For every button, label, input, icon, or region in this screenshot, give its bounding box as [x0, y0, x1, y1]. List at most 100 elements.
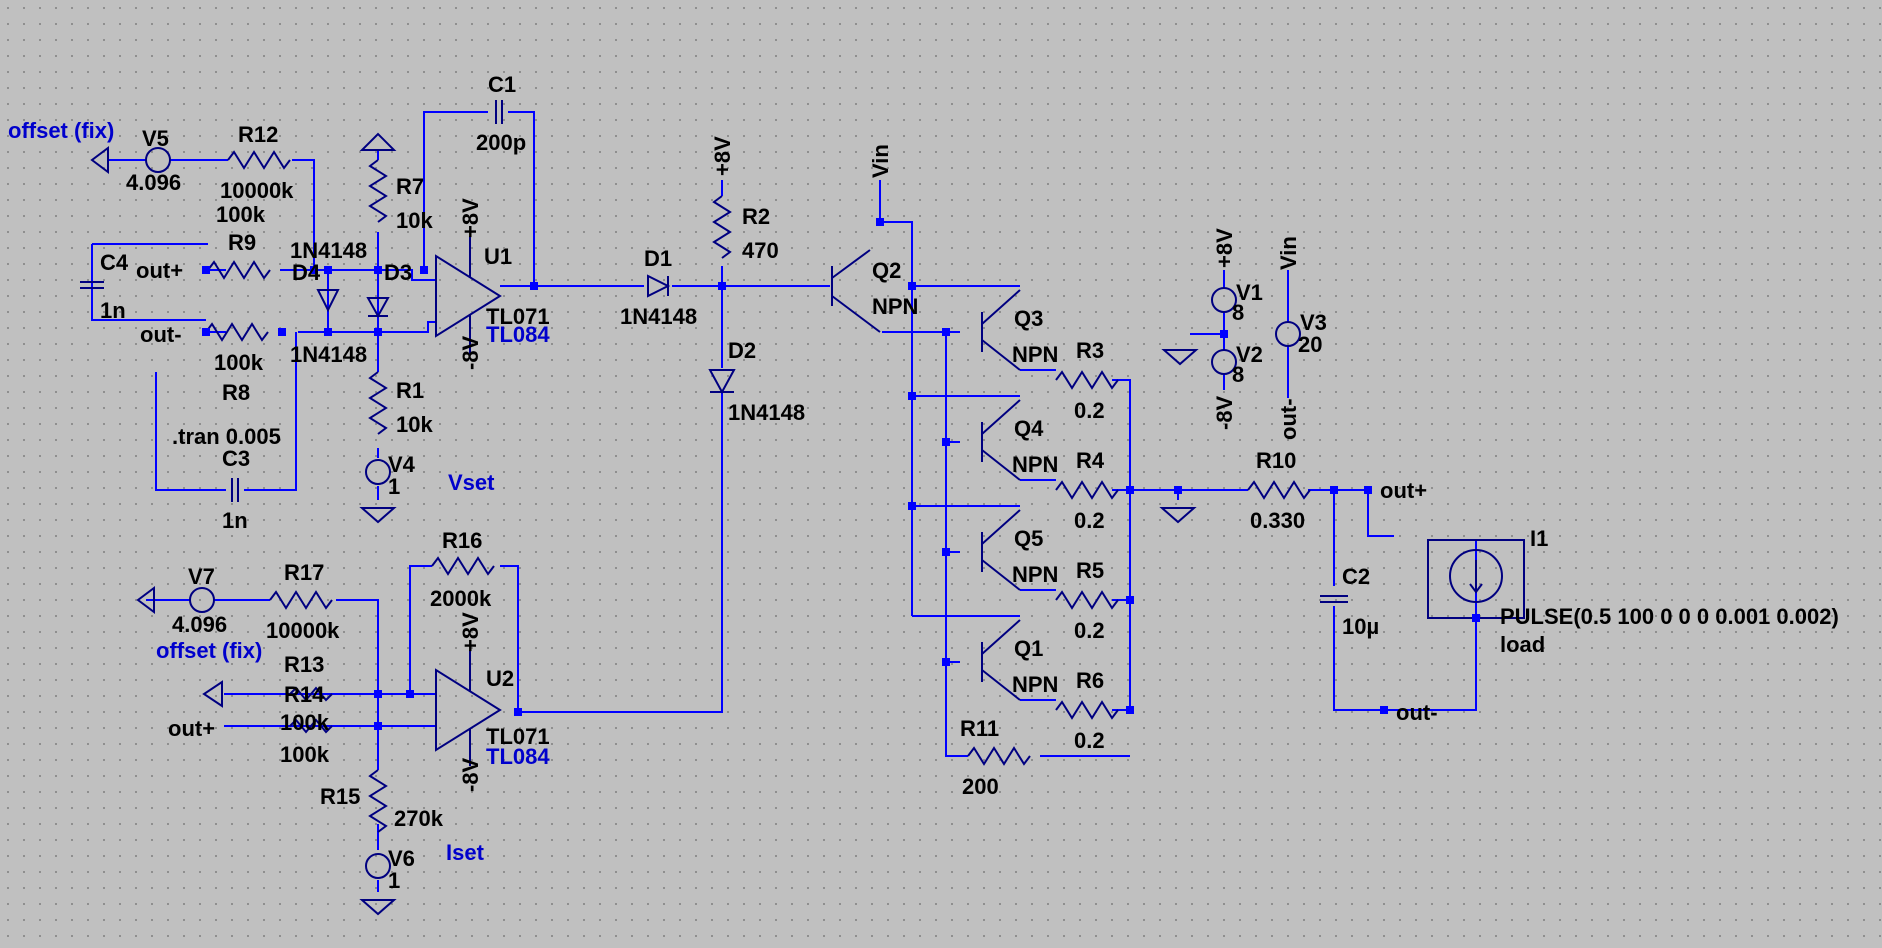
port-arrow-icon [136, 586, 155, 614]
d4-ref: D4 [292, 260, 321, 285]
q1-symbol [981, 619, 1021, 701]
q5-ref: Q5 [1014, 526, 1043, 551]
d1-ref: D1 [644, 246, 672, 271]
c3-symbol [231, 478, 239, 502]
r10-symbol [1247, 480, 1311, 500]
i1-value: PULSE(0.5 100 0 0 0 0.001 0.002) [1500, 604, 1839, 629]
u1-vneg: -8V [458, 335, 483, 370]
r17-symbol [269, 590, 333, 610]
v5-symbol [145, 147, 171, 173]
i1-name: load [1500, 632, 1545, 657]
r13-value: 100k [280, 710, 330, 735]
r2-supply: +8V [710, 136, 735, 176]
q1-ref: Q1 [1014, 636, 1043, 661]
r5-symbol [1055, 590, 1119, 610]
r2-value: 470 [742, 238, 779, 263]
r1-symbol [368, 371, 388, 435]
r16-ref: R16 [442, 528, 482, 553]
opamp-u1-symbol [435, 254, 502, 338]
v2-supply: -8V [1212, 395, 1237, 430]
r4-value: 0.2 [1074, 508, 1105, 533]
v2-ref: V2 [1236, 342, 1263, 367]
vin-label: Vin [868, 144, 893, 178]
net-label-out-minus: out- [140, 322, 182, 347]
d3-ref: D3 [384, 260, 412, 285]
r12-value: 10000k [220, 178, 294, 203]
r2-symbol [712, 195, 732, 259]
c2-value: 10µ [1342, 614, 1379, 639]
u2-alt: TL084 [486, 744, 550, 769]
q2-value: NPN [872, 294, 918, 319]
r17-value: 10000k [266, 618, 340, 643]
r17-ref: R17 [284, 560, 324, 585]
v4-ref: V4 [388, 452, 416, 477]
r3-ref: R3 [1076, 338, 1104, 363]
d4-value: 1N4148 [290, 238, 367, 263]
v2-symbol [1211, 349, 1237, 375]
r13-ref: R13 [284, 652, 324, 677]
q5-value: NPN [1012, 562, 1058, 587]
q1-value: NPN [1012, 672, 1058, 697]
r2-ref: R2 [742, 204, 770, 229]
opamp-u2-symbol [435, 668, 502, 752]
q5-symbol [981, 509, 1021, 591]
net-label-offset: offset (fix) [156, 638, 262, 663]
c1-value: 200p [476, 130, 526, 155]
r12-symbol [227, 150, 291, 170]
r7-ref: R7 [396, 174, 424, 199]
r10-ref: R10 [1256, 448, 1296, 473]
r7-symbol [368, 159, 388, 223]
r15-ref: R15 [320, 784, 360, 809]
c4-ref: C4 [100, 250, 129, 275]
r5-ref: R5 [1076, 558, 1104, 583]
v1-supply: +8V [1212, 228, 1237, 268]
u1-vpos: +8V [458, 198, 483, 238]
labels: offset (fix) offset (fix) Vset Iset out+… [8, 72, 1839, 893]
r11-symbol [967, 746, 1031, 766]
u2-value: TL071 [486, 724, 550, 749]
r6-value: 0.2 [1074, 728, 1105, 753]
net-label-vset: Vset [448, 470, 495, 495]
v1-value: 8 [1232, 300, 1244, 325]
v1-ref: V1 [1236, 280, 1263, 305]
i1-ref: I1 [1530, 526, 1548, 551]
r16-symbol [431, 556, 495, 576]
c3-value: 1n [222, 508, 248, 533]
d4-symbol [316, 289, 340, 313]
r12-ref: R12 [238, 122, 278, 147]
v3-value: 20 [1298, 332, 1322, 357]
r9-symbol [207, 260, 271, 280]
r11-ref: R11 [960, 716, 999, 741]
d2-value: 1N4148 [728, 400, 805, 425]
spice-directive[interactable]: .tran 0.005 [172, 424, 281, 449]
v7-value: 4.096 [172, 612, 227, 637]
v5-value: 4.096 [126, 170, 181, 195]
q3-ref: Q3 [1014, 306, 1043, 331]
r6-symbol [1055, 700, 1119, 720]
r4-ref: R4 [1076, 448, 1105, 473]
r15-value: 270k [394, 806, 444, 831]
r6-ref: R6 [1076, 668, 1104, 693]
v6-ref: V6 [388, 846, 415, 871]
r5-value: 0.2 [1074, 618, 1105, 643]
r15-symbol [368, 769, 388, 833]
net-label-out-plus: out+ [1380, 478, 1427, 503]
r3-value: 0.2 [1074, 398, 1105, 423]
net-label-out-plus: out+ [136, 258, 183, 283]
q4-symbol [981, 399, 1021, 481]
v7-symbol [189, 587, 215, 613]
c2-ref: C2 [1342, 564, 1370, 589]
u2-ref: U2 [486, 666, 514, 691]
r8-symbol [205, 322, 269, 342]
supply-arrow-icon [359, 132, 397, 151]
v3-out-minus: out- [1276, 398, 1301, 440]
port-arrow-icon [90, 146, 109, 174]
r7-value: 10k [396, 208, 433, 233]
ground-icon [359, 507, 397, 524]
junctions [202, 218, 1480, 730]
q2-ref: Q2 [872, 258, 901, 283]
r8-ref: R8 [222, 380, 250, 405]
